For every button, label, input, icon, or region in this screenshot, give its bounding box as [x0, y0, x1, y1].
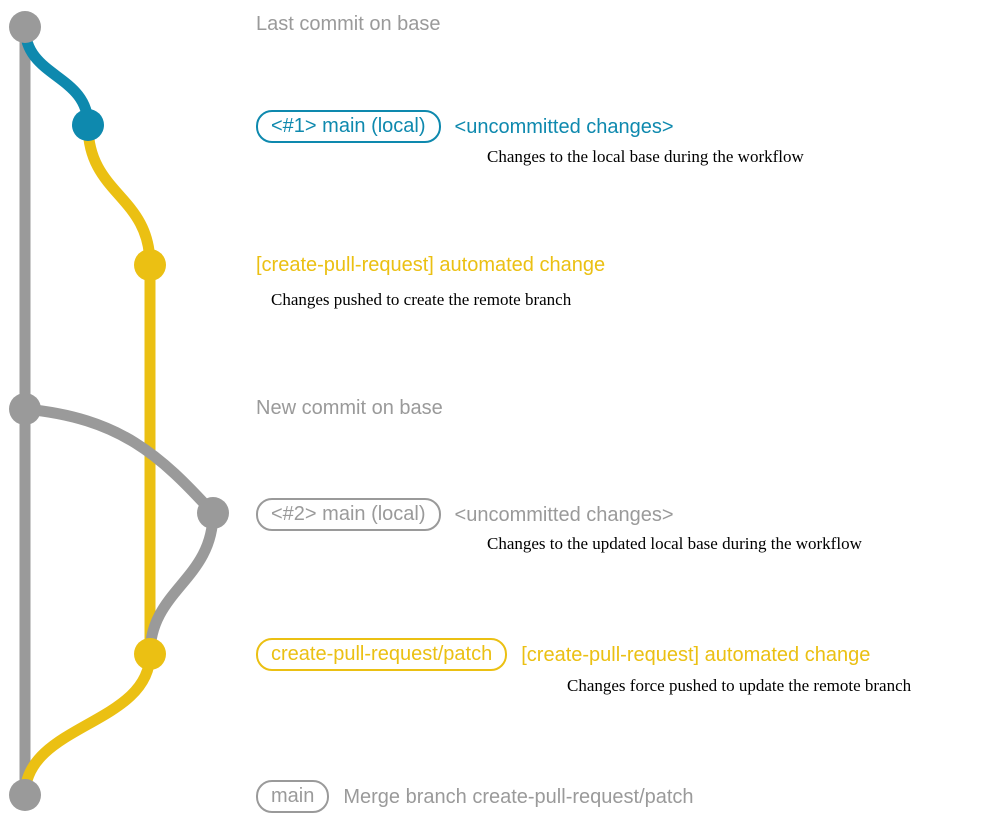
entry-description-automated-update: Changes force pushed to update the remot… [567, 676, 912, 695]
entry-automated-change-update: create-pull-request/patch [create-pull-r… [256, 638, 870, 671]
commit-headline: [create-pull-request] automated change [256, 254, 606, 276]
updated-local-to-remote-line [144, 507, 219, 660]
commit-headline: <uncommitted changes> [454, 503, 674, 526]
commit-node-remote-2[interactable] [134, 638, 166, 670]
entry-last-commit-on-base: Last commit on base [256, 14, 441, 34]
commit-headline: Last commit on base [256, 13, 441, 35]
entry-local-main-2: <#2> main (local) <uncommitted changes> [256, 498, 674, 531]
branch-chip-local-1[interactable]: <#1> main (local) [256, 110, 441, 143]
commit-node-remote-1[interactable] [134, 249, 166, 281]
remote-branch-line-upper [82, 119, 156, 271]
commit-headline: New commit on base [256, 397, 443, 419]
commit-node-base-top[interactable] [9, 11, 41, 43]
entry-description-local-2: Changes to the updated local base during… [487, 534, 862, 553]
commit-headline: <uncommitted changes> [454, 115, 674, 138]
commit-node-merge[interactable] [9, 779, 41, 811]
entry-local-main-1: <#1> main (local) <uncommitted changes> [256, 110, 674, 143]
remote-merge-line [19, 648, 156, 801]
branch-chip-remote[interactable]: create-pull-request/patch [256, 638, 508, 671]
entry-description-local-1: Changes to the local base during the wor… [487, 147, 804, 166]
entry-merge-commit: main Merge branch create-pull-request/pa… [256, 780, 694, 813]
local-branch-line [19, 21, 94, 131]
entry-automated-change-create: [create-pull-request] automated change [256, 255, 605, 275]
branch-chip-main[interactable]: main [256, 780, 330, 813]
commit-node-base-new[interactable] [9, 393, 41, 425]
commit-node-local-2[interactable] [197, 497, 229, 529]
branch-chip-local-2[interactable]: <#2> main (local) [256, 498, 441, 531]
commit-headline: [create-pull-request] automated change [521, 643, 871, 666]
entry-description-automated-create: Changes pushed to create the remote bran… [271, 290, 572, 309]
commit-headline: Merge branch create-pull-request/patch [343, 785, 694, 808]
commit-node-local-1[interactable] [72, 109, 104, 141]
entry-new-commit-on-base: New commit on base [256, 398, 443, 418]
updated-base-branch-line [19, 403, 219, 519]
